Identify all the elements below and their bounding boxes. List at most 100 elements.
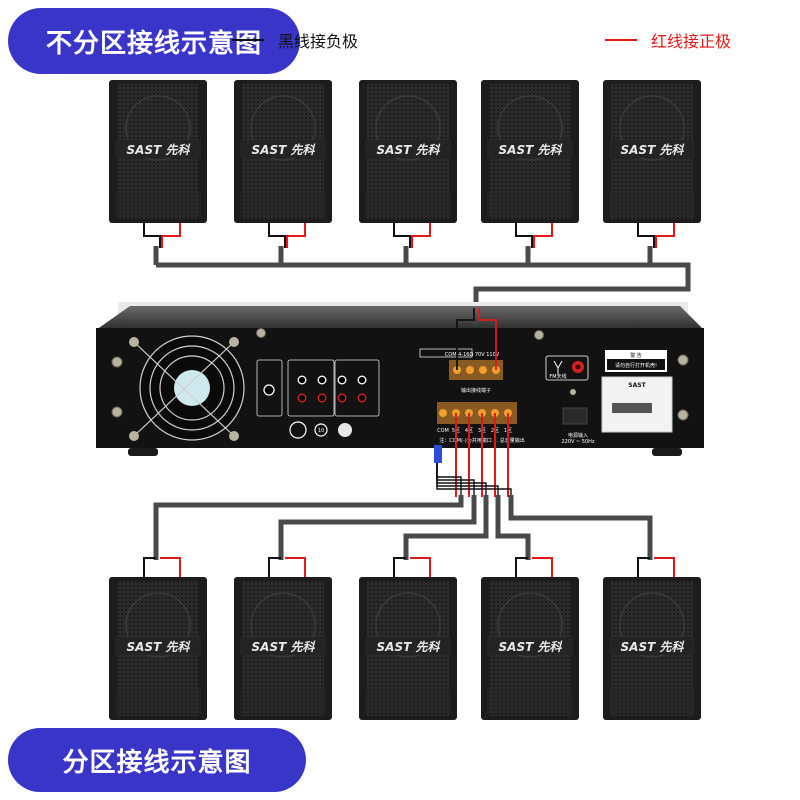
logo-band (115, 637, 201, 655)
barcode (612, 403, 652, 413)
speaker-positive-lead (286, 223, 306, 248)
speaker: SAST 先科 (481, 80, 579, 223)
woofer-outline (125, 95, 191, 161)
legend-negative: 黑线接负极 (232, 28, 358, 52)
woofer-outline (619, 95, 685, 161)
logo-band (609, 637, 695, 655)
lower-grille (240, 192, 326, 217)
title-zoned-wiring: 分区接线示意图 (8, 728, 306, 792)
energy-icon (338, 423, 352, 437)
zone-cable (403, 495, 489, 560)
amp-top-panel (96, 306, 704, 330)
speaker-brand-logo: SAST 先科 (621, 640, 685, 654)
speaker-brand-logo: SAST 先科 (377, 640, 441, 654)
speaker-positive-lead (532, 557, 553, 577)
top-trunk-cable (156, 262, 691, 310)
speaker-brand-logo: SAST 先科 (499, 640, 563, 654)
cert-icon (289, 421, 307, 439)
input-panel: 10 (256, 359, 380, 439)
speaker-positive-lead (654, 557, 675, 577)
logo-band (365, 637, 451, 655)
lower-grille (240, 689, 326, 714)
antenna-icon (553, 360, 563, 374)
woofer-outline (250, 592, 316, 658)
logo-band (115, 140, 201, 158)
power-input-label: 电源输入 (568, 432, 588, 439)
woofer-outline (125, 592, 191, 658)
speaker-positive-lead (161, 223, 181, 248)
speaker-negative-lead (515, 223, 533, 248)
logo-band (365, 140, 451, 158)
legend-positive-label: 红线接正极 (651, 32, 732, 51)
top-wiring (143, 223, 691, 310)
top-speaker-row: SAST 先科 SAST 先科 SAST 先科 SAST 先科 SAST 先科 (109, 80, 701, 223)
ten-year-badge-text: 10 (318, 428, 324, 434)
black-line-swatch (232, 39, 264, 41)
speaker-brand-logo: SAST 先科 (127, 640, 191, 654)
red-line-swatch (605, 39, 637, 41)
lower-grille (487, 192, 573, 217)
svg-text:警 告: 警 告 (630, 352, 642, 359)
amp-foot-left (128, 448, 158, 456)
bottom-zone-wiring (143, 413, 675, 577)
woofer-outline (497, 95, 563, 161)
output-terminal-label: 输出接线端子 (461, 387, 491, 394)
speaker-brand-logo: SAST 先科 (377, 143, 441, 157)
fm-label: FM天线 (549, 373, 566, 380)
logo-band (487, 637, 573, 655)
title-unzoned-wiring: 不分区接线示意图 (8, 8, 300, 74)
ground-screw (570, 389, 576, 395)
speaker-negative-lead (143, 223, 161, 248)
legend-positive: 红线接正极 (605, 28, 731, 52)
svg-text:SAST: SAST (628, 382, 646, 389)
zone-cable (278, 495, 477, 560)
speaker-positive-lead (410, 557, 431, 577)
fan-hub-sticker (174, 370, 210, 406)
speaker-positive-lead (160, 557, 181, 577)
amp-foot-right (652, 448, 682, 456)
speaker-positive-lead (655, 223, 675, 248)
speaker-negative-lead (393, 557, 406, 577)
speaker-brand-logo: SAST 先科 (252, 143, 316, 157)
speaker-negative-lead (143, 557, 156, 577)
speaker: SAST 先科 (359, 577, 457, 720)
speaker-positive-lead (533, 223, 553, 248)
svg-text:请勿自行打开机壳!: 请勿自行打开机壳! (615, 362, 657, 369)
com-negative-lead (436, 463, 512, 497)
audio-output-box (334, 359, 380, 417)
speaker: SAST 先科 (359, 80, 457, 223)
woofer-outline (250, 95, 316, 161)
zone-cable (508, 495, 653, 560)
zone-label: COM (437, 428, 449, 434)
woofer-outline (619, 592, 685, 658)
lower-grille (365, 689, 451, 714)
speaker-brand-logo: SAST 先科 (499, 143, 563, 157)
logo-band (609, 140, 695, 158)
logo-band (487, 140, 573, 158)
mic3-input-box (256, 359, 283, 417)
mic3-jack (263, 384, 275, 396)
speaker-brand-logo: SAST 先科 (127, 143, 191, 157)
speaker: SAST 先科 (109, 80, 207, 223)
legend-negative-label: 黑线接负极 (278, 32, 359, 51)
com-plug (434, 445, 442, 463)
cooling-fan (129, 335, 245, 441)
speaker: SAST 先科 (234, 80, 332, 223)
aux-input-box (287, 359, 335, 417)
lower-grille (365, 192, 451, 217)
power-spec: 220V ~ 50Hz (561, 439, 594, 445)
zone-cable (153, 495, 464, 560)
warning-sticker: 警 告 请勿自行打开机壳! (605, 350, 667, 372)
speaker: SAST 先科 (603, 80, 701, 223)
screws (111, 328, 689, 421)
lower-grille (609, 192, 695, 217)
speaker: SAST 先科 (603, 577, 701, 720)
speaker-positive-lead (285, 557, 306, 577)
woofer-outline (375, 95, 441, 161)
spec-label-sticker: SAST (601, 376, 673, 433)
amplifier-wiring (456, 308, 497, 370)
logo-band (240, 637, 326, 655)
speaker-positive-lead (411, 223, 431, 248)
